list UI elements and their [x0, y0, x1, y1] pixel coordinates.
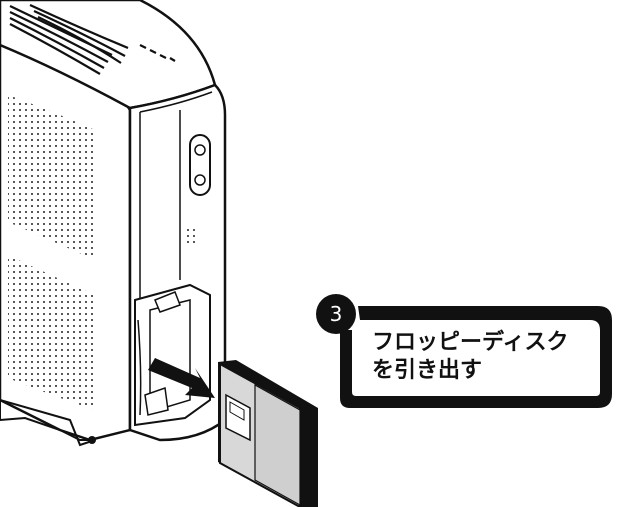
front-speaker	[185, 225, 199, 245]
step-number: 3	[329, 302, 343, 326]
pc-tower	[0, 0, 227, 447]
floppy-drive-bay[interactable]	[134, 283, 211, 427]
power-button-panel[interactable]	[189, 134, 211, 196]
floppy-label	[225, 393, 251, 442]
reset-button[interactable]	[194, 174, 206, 186]
instruction-line-2: を引き出す	[372, 358, 483, 383]
floppy-disk[interactable]	[218, 360, 318, 507]
top-vent-slots	[9, 4, 176, 75]
step-number-badge	[316, 294, 356, 334]
arrow-right-icon	[148, 358, 215, 398]
instruction-callout	[316, 294, 612, 408]
instruction-line-1: フロッピーディスク	[372, 330, 569, 355]
power-button[interactable]	[194, 144, 206, 156]
vent-grille-upper	[8, 95, 95, 260]
vent-grille-lower	[8, 255, 95, 410]
